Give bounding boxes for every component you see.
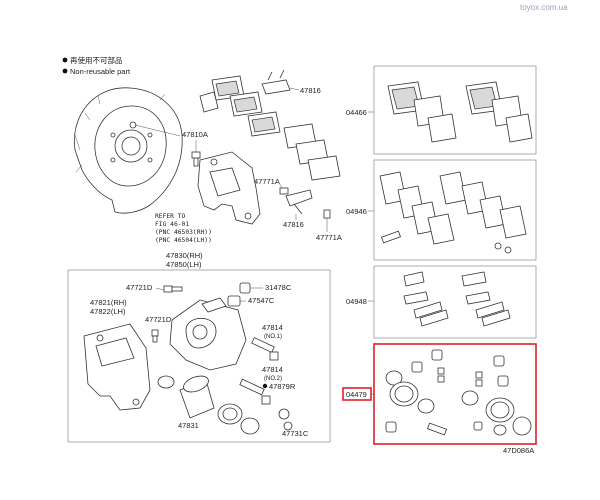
wear-indicator-drawing	[285, 189, 313, 215]
label-04466: 04466	[346, 108, 367, 117]
label-04946: 04946	[346, 207, 367, 216]
clip-small-drawing	[279, 187, 331, 219]
label-47831: 47831	[178, 421, 199, 430]
label-47547C: 47547C	[248, 296, 275, 305]
brake-pads-drawing	[199, 75, 281, 137]
label-31478C: 31478C	[265, 283, 292, 292]
non-reusable-marker-icon	[62, 57, 68, 63]
watermark: toyox.com.ua	[520, 3, 568, 12]
anti-squeal-shims-drawing	[283, 123, 341, 181]
pad-clip-drawing	[261, 69, 291, 95]
label-47821: 47821(RH)	[90, 298, 127, 307]
shim-kit-04946-drawing	[379, 171, 527, 254]
bushing-drawing	[227, 295, 246, 307]
label-04948: 04948	[346, 297, 367, 306]
kit-box-04946	[373, 159, 537, 261]
caliper-bracket-drawing	[197, 151, 261, 225]
legend-line-1: 再使用不可部品	[70, 55, 123, 65]
label-no1: (NO.1)	[264, 334, 282, 340]
label-47822: 47822(LH)	[90, 307, 126, 316]
figure-code: 47D086A	[503, 446, 534, 455]
legend: 再使用不可部品 Non-reusable part	[62, 55, 131, 76]
refer-line-2: FIG 46-01	[155, 221, 189, 228]
dust-shield-drawing	[73, 87, 183, 214]
non-reusable-marker-icon	[62, 68, 68, 74]
bleeder-plug-drawing	[239, 282, 263, 294]
slide-pin-1-drawing	[251, 337, 279, 361]
slide-pin-2-drawing	[239, 378, 271, 405]
clip-kit-04948-drawing	[403, 271, 511, 327]
refer-line-4: (PNC 46504(LH))	[155, 237, 212, 244]
label-no2: (NO.2)	[264, 376, 282, 382]
seal-kit-04479-drawing	[385, 349, 532, 436]
refer-line-1: REFER TO	[155, 213, 186, 220]
bleeder-cap-drawing	[151, 329, 159, 343]
label-47771A-left: 47771A	[254, 177, 280, 186]
label-47816-top: 47816	[300, 86, 321, 95]
pad-kit-04466-drawing	[387, 81, 533, 143]
caliper-body-drawing	[169, 297, 247, 371]
label-47816-mid: 47816	[283, 220, 304, 229]
label-47879R: 47879R	[269, 382, 296, 391]
label-47721D-mid: 47721D	[145, 315, 172, 324]
piston-seal-kit-drawing	[157, 375, 293, 435]
refer-line-3: (PNC 46503(RH))	[155, 229, 212, 236]
label-47731C: 47731C	[282, 429, 309, 438]
label-47830: 47830(RH)	[166, 251, 203, 260]
bolt-drawing	[191, 151, 201, 167]
label-47721D-top: 47721D	[126, 283, 153, 292]
caliper-assembly-box	[67, 269, 331, 443]
label-47771A-right: 47771A	[316, 233, 342, 242]
bleeder-screw-drawing	[163, 285, 183, 293]
label-47814-no1: 47814	[262, 323, 283, 332]
non-reusable-marker-icon	[262, 383, 268, 389]
label-04479[interactable]: 04479	[346, 390, 367, 399]
kit-box-04948	[373, 265, 537, 339]
label-47850: 47850(LH)	[166, 260, 202, 269]
label-47814-no2: 47814	[262, 365, 283, 374]
kit-box-04466	[373, 65, 537, 155]
caliper-mounting-drawing	[83, 323, 151, 411]
label-47810A: 47810A	[182, 130, 208, 139]
legend-line-2: Non-reusable part	[70, 67, 131, 76]
